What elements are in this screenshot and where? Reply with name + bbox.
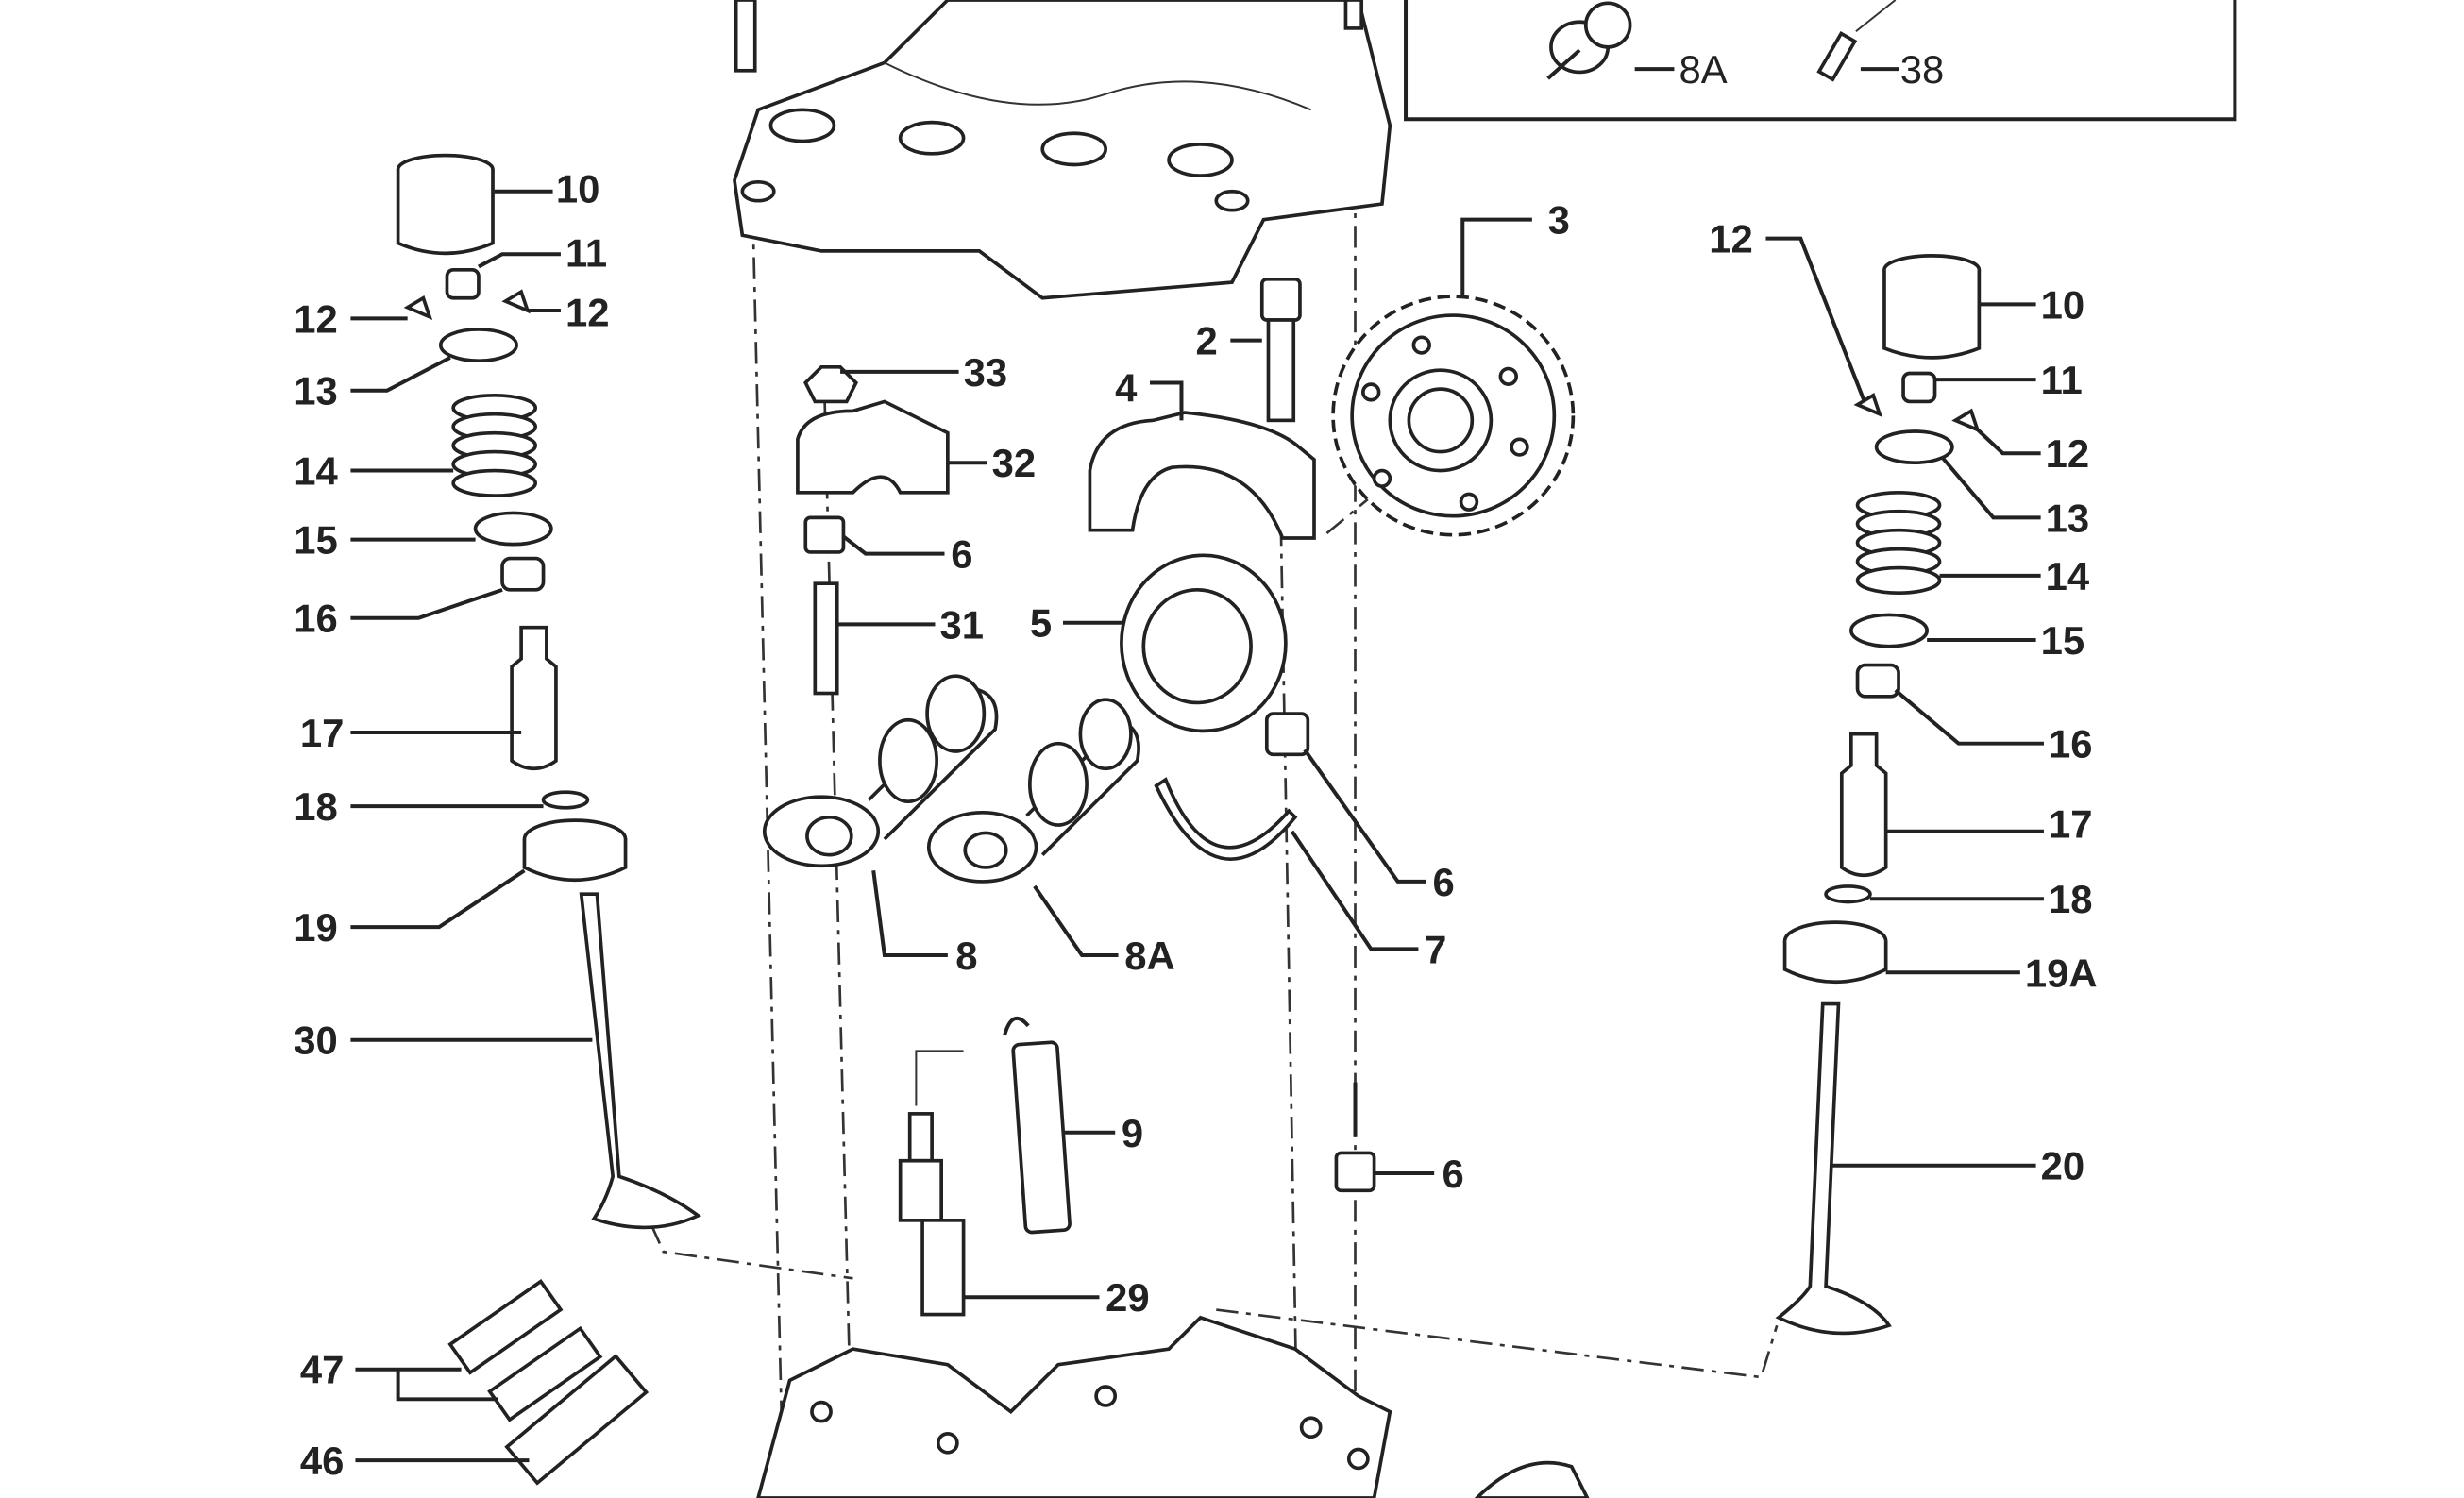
camshaft-8a bbox=[926, 698, 1140, 884]
label-8a: 8A bbox=[1124, 934, 1174, 978]
label-6-mid: 6 bbox=[1432, 860, 1454, 904]
valve-seat-19a bbox=[1782, 920, 1888, 984]
label-16-right: 16 bbox=[2049, 722, 2093, 766]
bolt-2 bbox=[1259, 277, 1302, 423]
label-15-right: 15 bbox=[2041, 618, 2085, 663]
label-10-right: 10 bbox=[2041, 282, 2085, 327]
nut-33 bbox=[803, 365, 859, 404]
label-8a-inset: 8A bbox=[1679, 47, 1727, 92]
label-5: 5 bbox=[1030, 601, 1052, 646]
retainer-13-right bbox=[1874, 429, 1954, 465]
camshaft-cover bbox=[733, 0, 1392, 300]
label-15-left: 15 bbox=[294, 518, 338, 563]
circlip-18-right bbox=[1824, 884, 1872, 904]
label-33: 33 bbox=[964, 350, 1008, 395]
label-17-right: 17 bbox=[2049, 802, 2093, 847]
label-4: 4 bbox=[1115, 366, 1137, 411]
label-12-left-a: 12 bbox=[294, 296, 338, 341]
retainer-13 bbox=[438, 328, 518, 363]
label-6-centre-b: 6 bbox=[1443, 1152, 1464, 1196]
label-31: 31 bbox=[939, 602, 984, 647]
bearing-cap-32 bbox=[796, 399, 950, 495]
shim-11-right bbox=[1901, 371, 1937, 404]
bearing-5 bbox=[1120, 553, 1288, 733]
dowel-6-c bbox=[1264, 712, 1310, 757]
label-32: 32 bbox=[992, 441, 1037, 485]
shim-11 bbox=[445, 267, 481, 300]
label-46: 46 bbox=[300, 1439, 345, 1483]
pin-38-inset bbox=[1816, 0, 1897, 82]
label-6-centre-a: 6 bbox=[951, 532, 972, 577]
label-3: 3 bbox=[1548, 198, 1570, 243]
sprocket-3 bbox=[1331, 295, 1576, 537]
label-14-left: 14 bbox=[294, 449, 338, 494]
circlip-18 bbox=[541, 790, 590, 810]
label-12-left-b: 12 bbox=[565, 291, 610, 335]
label-10-left: 10 bbox=[556, 166, 600, 210]
label-13-right: 13 bbox=[2046, 496, 2090, 540]
bearing-cap-4 bbox=[1088, 411, 1316, 540]
label-17-left: 17 bbox=[300, 711, 345, 755]
label-11-right: 11 bbox=[2041, 358, 2083, 402]
label-20-right: 20 bbox=[2041, 1144, 2085, 1188]
dowel-6-a bbox=[803, 515, 846, 554]
label-19-left: 19 bbox=[294, 905, 338, 950]
collet-12-left bbox=[403, 295, 433, 320]
label-29: 29 bbox=[1105, 1275, 1150, 1320]
callout-labels: 10 11 12 12 13 14 15 16 17 18 19 30 33 3… bbox=[294, 166, 2097, 1483]
tappet-10 bbox=[396, 153, 495, 256]
spring-seat-15-right bbox=[1849, 613, 1929, 648]
collet-12-right-a bbox=[1853, 393, 1883, 417]
valve-guide-17 bbox=[510, 625, 558, 771]
label-2: 2 bbox=[1196, 319, 1218, 363]
spark-plug-29 bbox=[898, 1050, 966, 1317]
valve-30 bbox=[579, 892, 702, 1230]
label-12-right-a: 12 bbox=[1709, 217, 1753, 261]
stud-31 bbox=[813, 581, 839, 696]
label-38-inset: 38 bbox=[1900, 47, 1945, 92]
centre-parts bbox=[447, 277, 1576, 1486]
label-30-left: 30 bbox=[294, 1018, 338, 1063]
valve-guide-17-right bbox=[1839, 732, 1888, 878]
spring-14-right bbox=[1855, 490, 1942, 595]
collet-12-right-b bbox=[1951, 408, 1981, 433]
stem-seal-16-right bbox=[1855, 663, 1900, 699]
collet-12-right bbox=[501, 289, 531, 314]
camshaft-8 bbox=[762, 674, 999, 868]
seal-pack-47-46 bbox=[447, 1278, 650, 1486]
cylinder-head bbox=[756, 1315, 1590, 1498]
left-valve-assembly bbox=[396, 153, 702, 1230]
label-14-right: 14 bbox=[2046, 554, 2090, 598]
label-16-left: 16 bbox=[294, 597, 338, 641]
right-valve-assembly bbox=[1775, 254, 1982, 1336]
tappet-10-right bbox=[1882, 254, 1982, 360]
label-13-left: 13 bbox=[294, 369, 338, 413]
label-8: 8 bbox=[955, 934, 977, 978]
stem-seal-16 bbox=[500, 556, 546, 592]
label-7: 7 bbox=[1425, 927, 1446, 971]
camshaft-8a-inset bbox=[1546, 1, 1632, 80]
valve-seat-19 bbox=[522, 818, 628, 882]
label-18-right: 18 bbox=[2049, 877, 2093, 921]
label-11-left: 11 bbox=[565, 231, 607, 276]
label-19a-right: 19A bbox=[2025, 951, 2098, 995]
spring-14 bbox=[451, 393, 538, 497]
label-12-right-b: 12 bbox=[2046, 431, 2090, 476]
spring-seat-15 bbox=[473, 511, 553, 547]
sensor-9 bbox=[1003, 1016, 1072, 1235]
label-9: 9 bbox=[1122, 1111, 1143, 1155]
label-18-left: 18 bbox=[294, 784, 338, 829]
dowel-6-b bbox=[1334, 1151, 1376, 1193]
inset-box: 8A 38 bbox=[1404, 0, 2237, 122]
valve-20 bbox=[1775, 1001, 1892, 1336]
label-47: 47 bbox=[300, 1348, 345, 1392]
half-ring-7 bbox=[1154, 777, 1298, 861]
